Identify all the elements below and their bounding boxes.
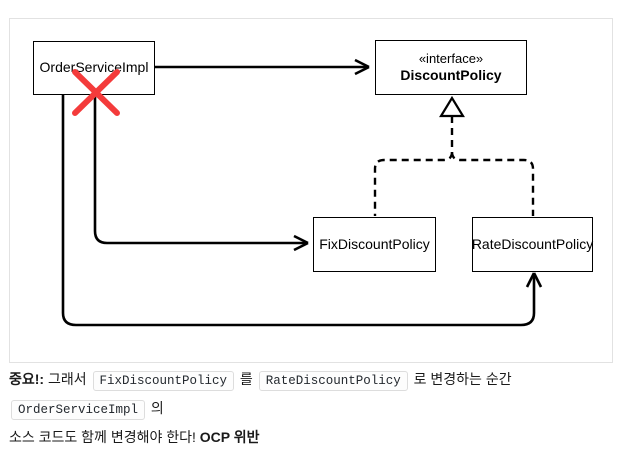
page: { "diagram": { "boxes": { "order_service… — [9, 18, 613, 445]
caption-text: 소스 코드도 함께 변경해야 한다! — [9, 429, 200, 445]
class-name-label: FixDiscountPolicy — [319, 235, 430, 252]
code-span-orderserviceimpl: OrderServiceImpl — [11, 400, 146, 420]
caption-paragraph: 중요!: 그래서 FixDiscountPolicy 를 RateDiscoun… — [9, 366, 629, 451]
uml-class-orderserviceimpl: OrderServiceImpl — [33, 41, 155, 95]
important-label: 중요!: — [9, 371, 45, 387]
caption-text: 의 — [147, 400, 164, 416]
code-span-fixdiscountpolicy: FixDiscountPolicy — [92, 371, 235, 391]
interface-name-label: DiscountPolicy — [400, 66, 502, 83]
class-name-label: RateDiscountPolicy — [471, 235, 594, 252]
interface-stereotype-label: «interface» — [418, 50, 484, 66]
uml-class-ratediscountpolicy: RateDiscountPolicy — [472, 217, 593, 272]
code-span-ratediscountpolicy: RateDiscountPolicy — [258, 371, 408, 391]
caption-text: 로 변경하는 순간 — [409, 371, 512, 387]
caption-text: 를 — [236, 371, 257, 387]
uml-interface-discountpolicy: «interface» DiscountPolicy — [375, 40, 527, 95]
class-name-label: OrderServiceImpl — [39, 59, 149, 76]
caption-line2: 소스 코드도 함께 변경해야 한다! OCP 위반 — [9, 424, 629, 451]
uml-class-fixdiscountpolicy: FixDiscountPolicy — [313, 217, 436, 272]
ocp-violation-label: OCP 위반 — [199, 429, 260, 445]
caption-text: 그래서 — [44, 371, 91, 387]
